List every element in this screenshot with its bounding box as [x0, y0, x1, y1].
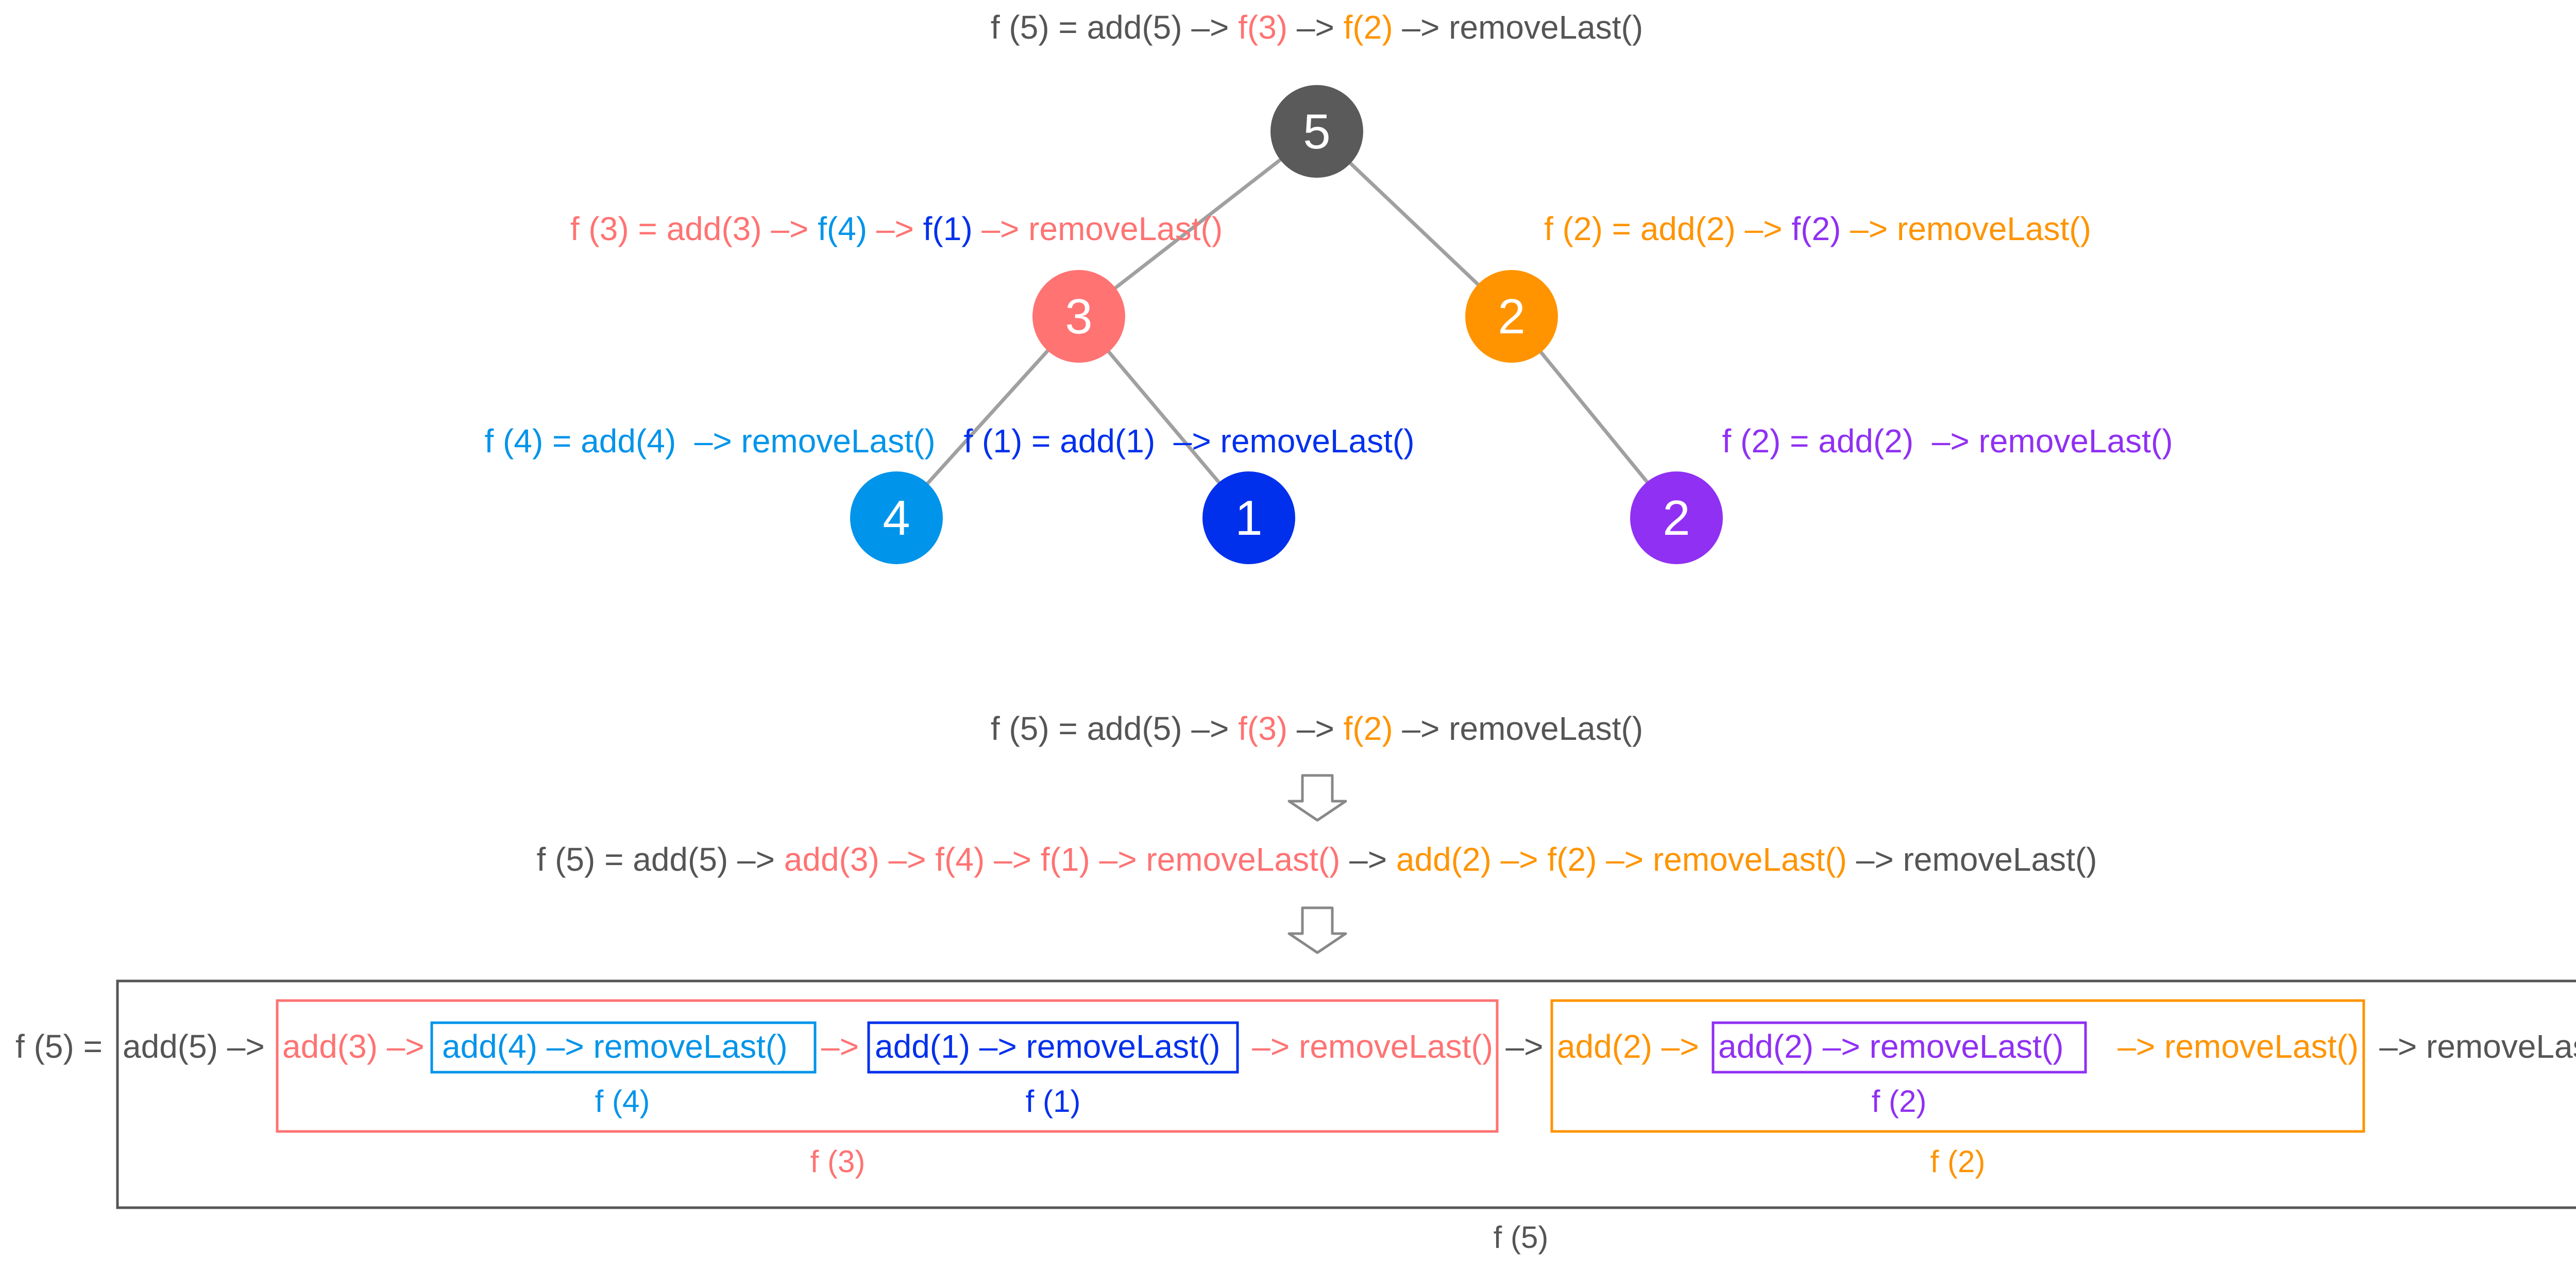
- text-segment: –>: [1287, 710, 1344, 747]
- expansion-line-1: f (5) = add(5) –> f(3) –> f(2) –> remove…: [991, 710, 1643, 747]
- text-segment: f(3): [1238, 710, 1287, 747]
- text-segment: f (1) = add(1) –> removeLast(): [963, 422, 1414, 460]
- down-arrow-icon: [1287, 906, 1347, 954]
- boxed-arrow-between: –>: [821, 1028, 859, 1065]
- tree-node-leaf-2: 2: [1630, 471, 1723, 564]
- text-segment: –> removeLast(): [1841, 210, 2091, 247]
- f2-inner-box: [1711, 1021, 2087, 1074]
- text-segment: f (5) = add(5) –>: [991, 9, 1238, 46]
- text-segment: f (5) = add(5) –>: [537, 841, 784, 878]
- f2-formula: f (2) = add(2) –> f(2) –> removeLast(): [1544, 210, 2091, 247]
- text-segment: f (3) = add(3) –>: [570, 210, 818, 247]
- f3-box: [276, 999, 1499, 1133]
- tree-node-label: 1: [1235, 490, 1262, 546]
- label-f1: f (1): [1026, 1084, 1081, 1119]
- text-segment: add(2) –> f(2) –> removeLast(): [1396, 841, 1847, 878]
- boxed-f3-add: add(3) –>: [282, 1028, 425, 1065]
- tree-node-circle: [1202, 471, 1295, 564]
- down-arrow-icon: [1287, 774, 1347, 822]
- tree-edge-root-5-left-3: [1077, 130, 1318, 318]
- label-f4: f (4): [595, 1084, 650, 1119]
- boxed-tail: –> removeLast(): [2379, 1028, 2576, 1065]
- boxed-prefix: f (5) =: [15, 1028, 103, 1065]
- text-segment: f(1): [923, 210, 973, 247]
- expansion-line-2: f (5) = add(5) –> add(3) –> f(4) –> f(1)…: [537, 841, 2097, 878]
- f2-box: [1550, 999, 2365, 1133]
- text-segment: –> removeLast(): [1393, 710, 1643, 747]
- boxed-f2-remove: –> removeLast(): [2117, 1028, 2359, 1065]
- tree-node-label: 2: [1663, 490, 1690, 546]
- text-segment: –>: [1287, 9, 1344, 46]
- text-segment: f(2): [1344, 9, 1393, 46]
- tree-node-right-2: 2: [1465, 270, 1558, 363]
- label-f2-inner: f (2): [1872, 1084, 1927, 1119]
- tree-node-circle: [1032, 270, 1125, 363]
- tree-node-label: 3: [1065, 289, 1092, 344]
- text-segment: f (2) = add(2) –>: [1544, 210, 1791, 247]
- text-segment: f (4) = add(4) –> removeLast(): [484, 422, 935, 460]
- f1-box: [867, 1021, 1239, 1074]
- top-formula: f (5) = add(5) –> f(3) –> f(2) –> remove…: [991, 9, 1643, 46]
- f2-leaf-formula: f (2) = add(2) –> removeLast(): [1722, 422, 2173, 460]
- label-f5: f (5): [1494, 1220, 1549, 1255]
- text-segment: add(3) –> f(4) –> f(1) –> removeLast(): [784, 841, 1341, 878]
- text-segment: –> removeLast(): [1847, 841, 2097, 878]
- f1-formula: f (1) = add(1) –> removeLast(): [963, 422, 1414, 460]
- tree-node-label: 4: [883, 490, 910, 546]
- boxed-f1-text: add(1) –> removeLast(): [875, 1028, 1221, 1065]
- text-segment: f (5) = add(5) –>: [991, 710, 1238, 747]
- f3-formula: f (3) = add(3) –> f(4) –> f(1) –> remove…: [570, 210, 1223, 247]
- boxed-f3-remove: –> removeLast(): [1252, 1028, 1493, 1065]
- tree-edges: [895, 130, 1678, 519]
- text-segment: f(3): [1238, 9, 1287, 46]
- boxed-f2inner-text: add(2) –> removeLast(): [1718, 1028, 2064, 1065]
- text-segment: –>: [1340, 841, 1396, 878]
- f5-box: [116, 979, 2576, 1209]
- tree-node-leaf-1: 1: [1202, 471, 1295, 564]
- tree-node-left-3: 3: [1032, 270, 1125, 363]
- f4-box: [430, 1021, 817, 1074]
- tree-node-label: 5: [1303, 104, 1330, 159]
- boxed-f4-text: add(4) –> removeLast(): [442, 1028, 788, 1065]
- tree-node-label: 2: [1498, 289, 1525, 344]
- text-segment: f(4): [818, 210, 867, 247]
- text-segment: f (2) = add(2) –> removeLast(): [1722, 422, 2173, 460]
- tree-nodes: 5 3 2 4 1 2: [850, 85, 1723, 564]
- text-segment: f(2): [1791, 210, 1841, 247]
- boxed-middle-arrow: –>: [1506, 1028, 1544, 1065]
- tree-node-leaf-4: 4: [850, 471, 943, 564]
- text-segment: –> removeLast(): [1393, 9, 1643, 46]
- f4-formula: f (4) = add(4) –> removeLast(): [484, 422, 935, 460]
- text-segment: –>: [867, 210, 923, 247]
- tree-node-root-5: 5: [1270, 85, 1363, 178]
- label-f2: f (2): [1930, 1144, 1986, 1179]
- tree-node-circle: [1270, 85, 1363, 178]
- boxed-f2-add: add(2) –>: [1557, 1028, 1699, 1065]
- text-segment: f(2): [1344, 710, 1393, 747]
- label-f3: f (3): [810, 1144, 866, 1179]
- tree-node-circle: [1630, 471, 1723, 564]
- tree-node-circle: [850, 471, 943, 564]
- boxed-add5: add(5) –>: [123, 1028, 265, 1065]
- tree-node-circle: [1465, 270, 1558, 363]
- text-segment: –> removeLast(): [973, 210, 1223, 247]
